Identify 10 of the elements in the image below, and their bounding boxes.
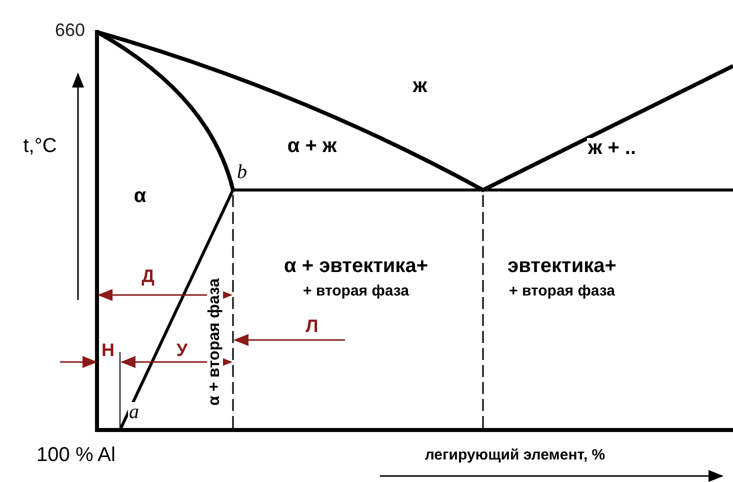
range-label: Л [304, 317, 320, 335]
temperature-value: 660 [54, 21, 86, 39]
range-label: Д [140, 267, 156, 285]
range-label: Н [100, 341, 116, 359]
range-label: У [175, 341, 189, 359]
phase-label: α + вторая фаза [207, 277, 223, 407]
axis-label: t,°C [22, 136, 58, 156]
axis-label: легирующий элемент, % [424, 448, 606, 462]
phase-label: + вторая фаза [508, 284, 616, 298]
phase-label: + вторая фаза [302, 284, 410, 298]
